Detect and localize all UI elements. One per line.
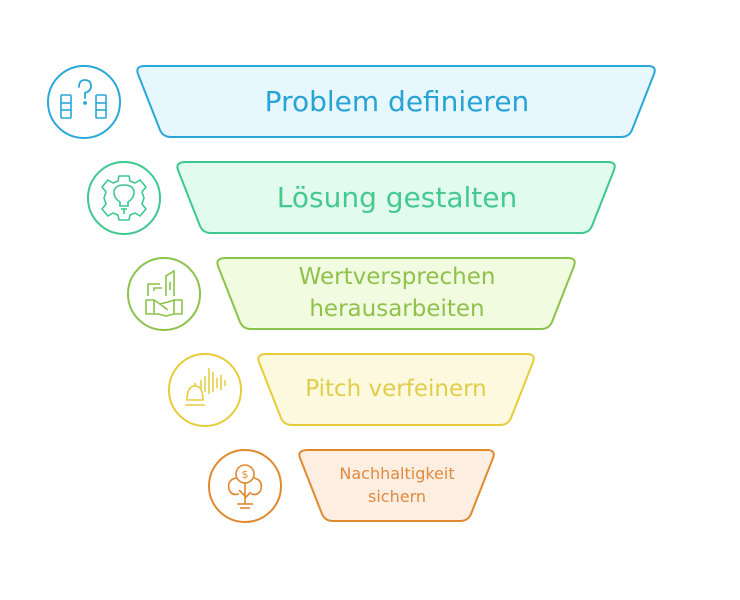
service-bell-soundwave-icon bbox=[168, 353, 242, 427]
stage-4-label: Pitch verfeinern bbox=[286, 354, 506, 425]
stage-4-text: Pitch verfeinern bbox=[305, 375, 487, 402]
gear-lightbulb-icon bbox=[87, 161, 161, 235]
stage-1-text: Problem definieren bbox=[264, 84, 530, 118]
funnel-stage-5: $ bbox=[208, 449, 495, 523]
funnel-stage-2-shape bbox=[176, 161, 616, 234]
stage-5-label: Nachhaltigkeit sichern bbox=[327, 450, 467, 521]
stage-3-label: Wertversprechen herausarbeiten bbox=[265, 258, 529, 329]
funnel-stage-4 bbox=[168, 353, 535, 427]
handshake-buildings-icon bbox=[127, 257, 201, 331]
funnel-stage-4-shape bbox=[257, 353, 535, 426]
funnel-stage-1-shape bbox=[136, 65, 656, 138]
funnel-stage-2 bbox=[87, 161, 616, 235]
funnel-stage-5-shape bbox=[298, 449, 495, 522]
stage-2-label: Lösung gestalten bbox=[205, 162, 589, 233]
stage-2-text: Lösung gestalten bbox=[276, 180, 518, 214]
stage-5-text: Nachhaltigkeit sichern bbox=[339, 464, 455, 506]
question-columns-icon bbox=[47, 65, 121, 139]
funnel-stage-1 bbox=[47, 65, 656, 139]
funnel-stage-3-shape bbox=[216, 257, 576, 330]
funnel-stage-3 bbox=[127, 257, 576, 331]
stage-3-text: Wertversprechen herausarbeiten bbox=[298, 264, 496, 322]
stage-1-label: Problem definieren bbox=[165, 66, 629, 137]
svg-text:$: $ bbox=[242, 468, 249, 481]
money-tree-icon: $ bbox=[208, 449, 282, 523]
